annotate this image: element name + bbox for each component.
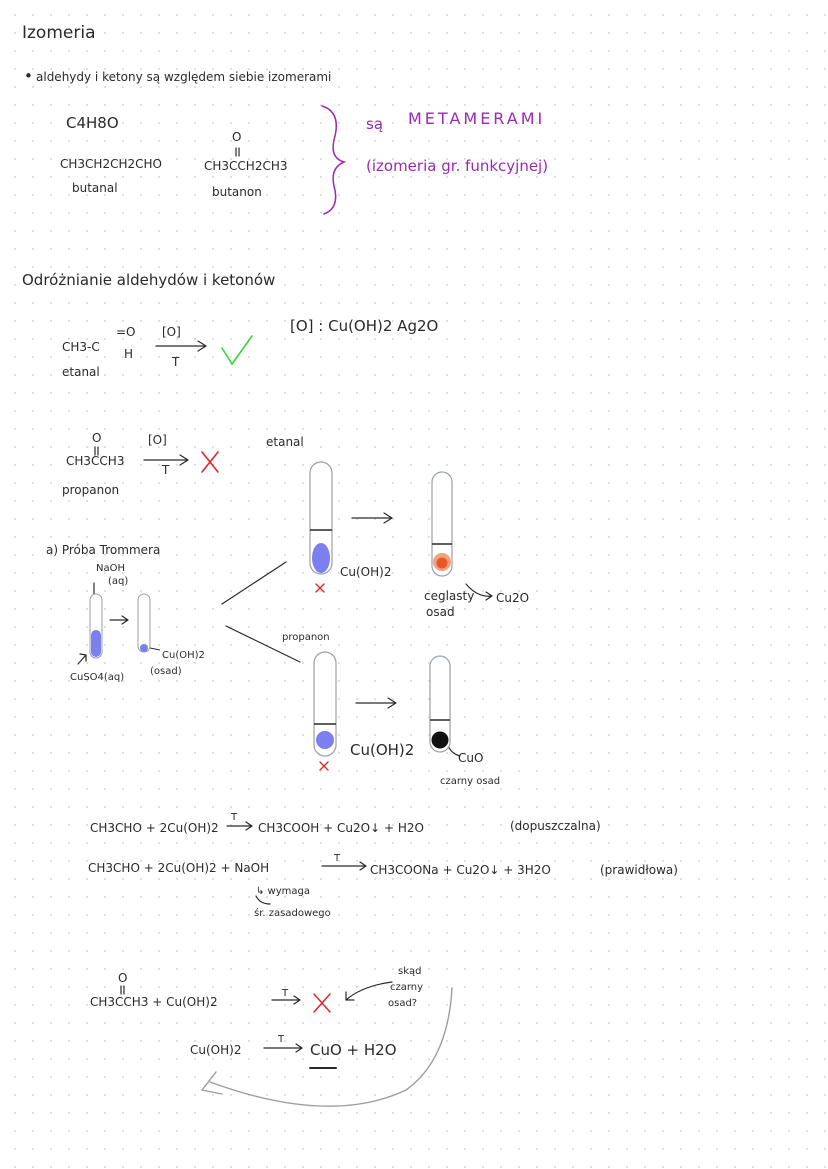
tube-top-arrow	[351, 512, 393, 524]
cross-icon	[201, 451, 219, 473]
etanal-oxygen: =O	[116, 325, 136, 339]
etanal-formula: CH3-C	[62, 340, 100, 354]
propanon-carbonyl-oxygen: O	[92, 431, 102, 445]
cuso4-pointer	[77, 653, 87, 665]
etanal-name: etanal	[62, 365, 100, 379]
cuso4-label: CuSO4(aq)	[70, 672, 125, 683]
equation-4-condition: T	[278, 1034, 285, 1045]
page-title: Izomeria	[22, 23, 96, 43]
cross-small-bottom-icon	[319, 761, 329, 771]
equation-1-left: CH3CHO + 2Cu(OH)2	[90, 821, 219, 835]
tube-bottom-reagent: Cu(OH)2	[350, 741, 415, 759]
butanon-name: butanon	[212, 185, 262, 199]
trommer-arrow	[109, 615, 129, 625]
equation-3-carbonyl-oxygen: O	[118, 971, 128, 985]
equation-2-right: CH3COONa + Cu2O↓ + 3H2O	[370, 863, 551, 877]
return-arc-head	[200, 1071, 223, 1095]
equation-2-sub1: ↳ wymaga	[256, 886, 310, 897]
trommer-tube-2	[137, 593, 161, 653]
bullet: •	[24, 67, 33, 85]
equation-3-note3: osad?	[388, 998, 418, 1009]
equation-3-left: CH3CCH3 + Cu(OH)2	[90, 995, 218, 1009]
butanal-name: butanal	[72, 181, 118, 195]
equation-1-right: CH3COOH + Cu2O↓ + H2O	[258, 821, 424, 835]
butanon-formula: CH3CCH2CH3	[204, 159, 288, 173]
tube-top-result-desc: ceglasty	[424, 589, 475, 603]
equation-4-left: Cu(OH)2	[190, 1043, 242, 1057]
tube-bottom-arrow	[355, 697, 397, 709]
cross-equation-icon	[313, 993, 331, 1013]
equation-3-condition: T	[282, 988, 289, 999]
tube-top-reagent: Cu(OH)2	[340, 565, 392, 579]
equation-2-condition: T	[334, 853, 341, 864]
equation-1-note: (dopuszczalna)	[510, 819, 601, 833]
tube-etanal-label: etanal	[266, 435, 304, 449]
equation-1-arrow	[226, 821, 253, 831]
equation-3-note1: skąd	[398, 966, 422, 977]
equation-2-sub2: śr. zasadowego	[254, 908, 331, 919]
trommer-product: Cu(OH)2	[162, 650, 205, 661]
tube-propanon-before	[313, 651, 337, 757]
tube-etanal-after	[431, 471, 453, 577]
reaction-arrow-1	[155, 340, 207, 352]
oxidation-reagent-2: [O]	[148, 433, 167, 447]
tube-propanon-label: propanon	[282, 632, 330, 643]
cross-small-top-icon	[315, 583, 325, 593]
tube-top-result-desc2: osad	[426, 605, 455, 619]
metamery-word: METAMERAMI	[408, 109, 546, 128]
trommer-label: a) Próba Trommera	[46, 543, 161, 557]
metamery-prefix: są	[366, 115, 384, 133]
trommer-osad: (osad)	[150, 666, 182, 677]
oxidants-list: [O] : Cu(OH)2 Ag2O	[290, 317, 439, 335]
propanon-name: propanon	[62, 483, 120, 497]
oxidation-condition-2: T	[162, 463, 170, 477]
equation-4-right: CuO + H2O	[310, 1041, 397, 1059]
molecular-formula: C4H8O	[66, 114, 119, 132]
naoh-label: NaOH	[96, 563, 125, 574]
tube-bottom-result-desc: czarny osad	[440, 776, 501, 787]
equation-2-left: CH3CHO + 2Cu(OH)2 + NaOH	[88, 861, 270, 875]
propanon-formula: CH3CCH3	[66, 454, 125, 468]
note-pointer	[345, 981, 393, 1001]
equation-1-condition: T	[231, 812, 238, 823]
etanal-hydrogen: H	[124, 347, 134, 361]
split-line-upper	[221, 561, 287, 605]
oxidation-reagent-1: [O]	[162, 325, 181, 339]
trommer-tube-1	[89, 593, 103, 659]
equation-3-note2: czarny	[390, 982, 424, 993]
section-heading: Odróżnianie aldehydów i ketonów	[22, 271, 276, 289]
oxidation-condition-1: T	[172, 355, 180, 369]
isomers-intro: aldehydy i ketony są względem siebie izo…	[36, 70, 332, 84]
metamery-brace	[321, 105, 347, 215]
naoh-aq-label: (aq)	[108, 576, 129, 587]
check-icon	[221, 335, 253, 366]
equation-2-arrow	[321, 861, 367, 871]
metamery-note: (izomeria gr. funkcyjnej)	[366, 157, 549, 175]
tube-top-product: Cu2O	[496, 591, 530, 605]
tube-propanon-after	[429, 655, 451, 753]
butanal-formula: CH3CH2CH2CHO	[60, 157, 162, 171]
butanon-carbonyl-oxygen: O	[232, 130, 242, 144]
tube-bottom-product: CuO	[458, 751, 484, 765]
equation-4-arrow	[263, 1043, 303, 1053]
equation-2-note: (prawidłowa)	[600, 863, 678, 877]
tube-etanal-before	[309, 461, 333, 575]
